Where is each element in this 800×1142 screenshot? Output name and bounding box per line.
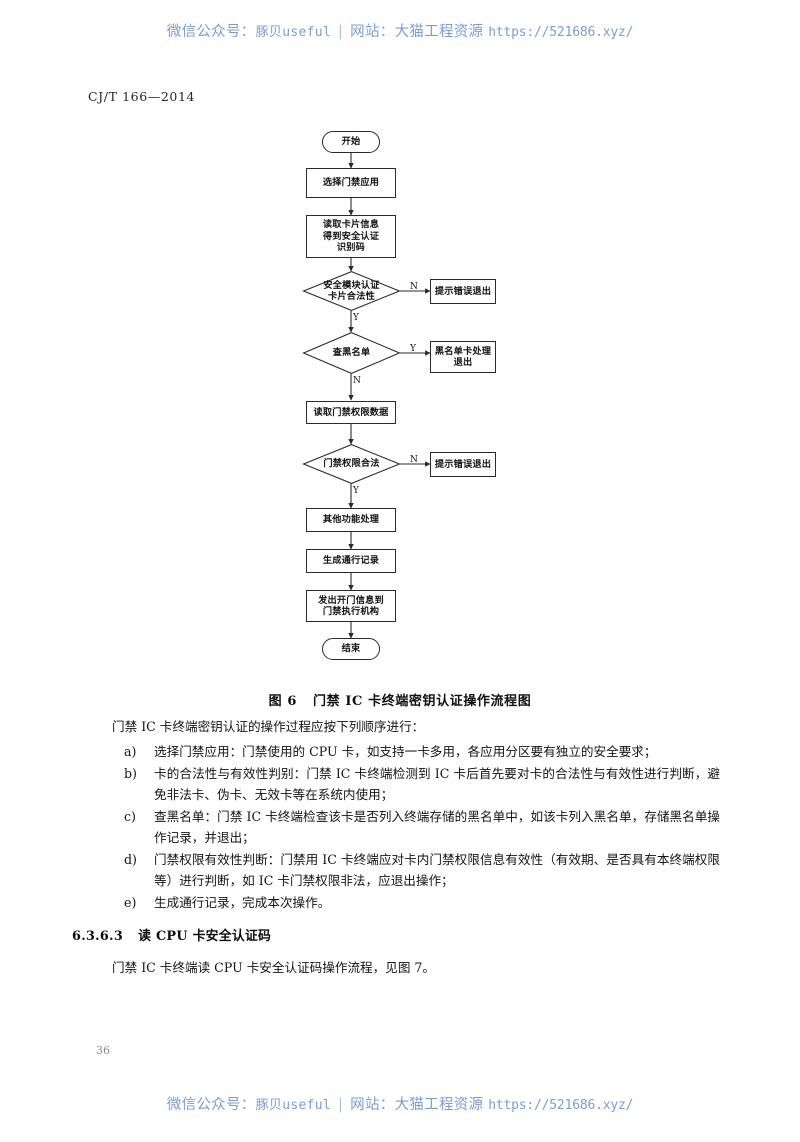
flow-node-blacklist-exit-label: 黑名单卡处理 退出 — [434, 345, 492, 369]
flow-node-verify-sam: 安全模块认证 卡片合法性 — [302, 271, 401, 311]
figure-caption-title: 门禁 IC 卡终端密钥认证操作流程图 — [313, 694, 532, 709]
flow-diamond-shape — [302, 271, 401, 311]
flow-node-end: 结束 — [322, 638, 380, 660]
flow-node-read-card: 读取卡片信息 得到安全认证 识别码 — [306, 215, 396, 258]
procedure-list: a) 选择门禁应用：门禁使用的 CPU 卡，如支持一卡多用，各应用分区要有独立的… — [112, 741, 720, 913]
flow-node-check-blacklist: 查黑名单 — [302, 332, 401, 374]
section-heading: 6.3.6.3 读 CPU 卡安全认证码 — [72, 925, 271, 944]
flow-node-select-app-label: 选择门禁应用 — [322, 177, 380, 189]
flow-node-end-label: 结束 — [341, 643, 361, 655]
flow-node-generate-record: 生成通行记录 — [306, 549, 396, 573]
flow-node-read-auth-data-label: 读取门禁权限数据 — [313, 406, 389, 418]
flow-node-send-open-signal-label: 发出开门信息到 门禁执行机构 — [318, 594, 384, 618]
list-item-text: 门禁权限有效性判断：门禁用 IC 卡终端应对卡内门禁权限信息有效性（有效期、是否… — [154, 851, 720, 889]
list-item: e) 生成通行记录，完成本次操作。 — [112, 892, 720, 914]
watermark-url: https://521686.xyz/ — [488, 1098, 634, 1113]
watermark-account: 豚贝useful — [255, 1098, 331, 1113]
list-item: a) 选择门禁应用：门禁使用的 CPU 卡，如支持一卡多用，各应用分区要有独立的… — [112, 741, 720, 763]
flow-node-read-auth-data: 读取门禁权限数据 — [306, 401, 396, 424]
flow-node-other-function-label: 其他功能处理 — [322, 514, 380, 526]
flow-node-error-exit-1: 提示错误退出 — [430, 279, 496, 304]
watermark-top: 微信公众号：豚贝useful | 网站：大猫工程资源 https://521686.… — [0, 20, 800, 41]
flowchart-connectors — [348, 153, 431, 639]
branch-label-auth-valid-no: N — [410, 455, 418, 465]
list-marker: d) — [124, 851, 137, 867]
watermark-site-name: 大猫工程资源 — [394, 24, 484, 40]
flowchart-figure-6: 开始 选择门禁应用 读取卡片信息 得到安全认证 识别码 安全模块认证 卡片合法性… — [302, 131, 496, 660]
flow-node-read-card-label: 读取卡片信息 得到安全认证 识别码 — [322, 219, 380, 254]
watermark-site-label: 网站： — [350, 1097, 395, 1113]
flow-diamond-shape — [302, 444, 401, 484]
list-item-text: 选择门禁应用：门禁使用的 CPU 卡，如支持一卡多用，各应用分区要有独立的安全要… — [154, 744, 657, 759]
watermark-account: 豚贝useful — [255, 25, 331, 40]
list-item-text: 查黑名单：门禁 IC 卡终端检查该卡是否列入终端存储的黑名单中，如该卡列入黑名单… — [154, 808, 720, 846]
flow-node-error-exit-1-label: 提示错误退出 — [434, 285, 492, 297]
figure-caption: 图 6 门禁 IC 卡终端密钥认证操作流程图 — [0, 690, 800, 709]
list-item: c) 查黑名单：门禁 IC 卡终端检查该卡是否列入终端存储的黑名单中，如该卡列入… — [112, 806, 720, 849]
branch-label-auth-valid-yes: Y — [353, 486, 359, 496]
watermark-prefix: 微信公众号： — [166, 1097, 256, 1113]
standard-number-header: CJ/T 166—2014 — [88, 89, 196, 104]
branch-label-verify-sam-no: N — [410, 282, 418, 292]
watermark-separator: | — [337, 24, 344, 40]
branch-label-blacklist-yes: Y — [410, 344, 416, 354]
watermark-bottom: 微信公众号：豚贝useful | 网站：大猫工程资源 https://521686.… — [0, 1093, 800, 1114]
flow-node-error-exit-2-label: 提示错误退出 — [434, 458, 492, 470]
list-marker: b) — [124, 765, 137, 781]
flow-node-blacklist-exit: 黑名单卡处理 退出 — [430, 341, 496, 373]
flow-node-auth-valid: 门禁权限合法 — [302, 444, 401, 484]
closing-paragraph: 门禁 IC 卡终端读 CPU 卡安全认证码操作流程，见图 7。 — [112, 960, 436, 975]
branch-label-blacklist-no: N — [353, 376, 361, 386]
list-marker: e) — [124, 894, 137, 910]
list-marker: a) — [124, 744, 137, 759]
watermark-site-name: 大猫工程资源 — [394, 1097, 484, 1113]
watermark-site-label: 网站： — [350, 24, 395, 40]
flow-node-other-function: 其他功能处理 — [306, 508, 396, 532]
intro-paragraph: 门禁 IC 卡终端密钥认证的操作过程应按下列顺序进行： — [112, 719, 425, 734]
flow-node-start-label: 开始 — [341, 136, 361, 148]
watermark-prefix: 微信公众号： — [166, 24, 256, 40]
flow-node-start: 开始 — [322, 131, 380, 153]
list-item-text: 生成通行记录，完成本次操作。 — [154, 894, 331, 910]
list-marker: c) — [124, 808, 136, 824]
list-item-text: 卡的合法性与有效性判别：门禁 IC 卡终端检测到 IC 卡后首先要对卡的合法性与… — [154, 765, 720, 803]
flow-node-select-app: 选择门禁应用 — [306, 168, 396, 198]
flow-node-error-exit-2: 提示错误退出 — [430, 452, 496, 477]
flow-node-generate-record-label: 生成通行记录 — [322, 555, 380, 567]
watermark-url: https://521686.xyz/ — [488, 25, 634, 40]
section-title: 读 CPU 卡安全认证码 — [138, 929, 272, 944]
list-item: b) 卡的合法性与有效性判别：门禁 IC 卡终端检测到 IC 卡后首先要对卡的合… — [112, 763, 720, 806]
watermark-separator: | — [337, 1097, 344, 1113]
flow-node-send-open-signal: 发出开门信息到 门禁执行机构 — [306, 590, 396, 622]
flow-diamond-shape — [302, 332, 401, 374]
section-number: 6.3.6.3 — [72, 929, 124, 944]
branch-label-verify-sam-yes: Y — [353, 313, 359, 323]
list-item: d) 门禁权限有效性判断：门禁用 IC 卡终端应对卡内门禁权限信息有效性（有效期… — [112, 849, 720, 892]
figure-caption-label: 图 6 — [268, 694, 298, 709]
page-number: 36 — [96, 1044, 110, 1057]
